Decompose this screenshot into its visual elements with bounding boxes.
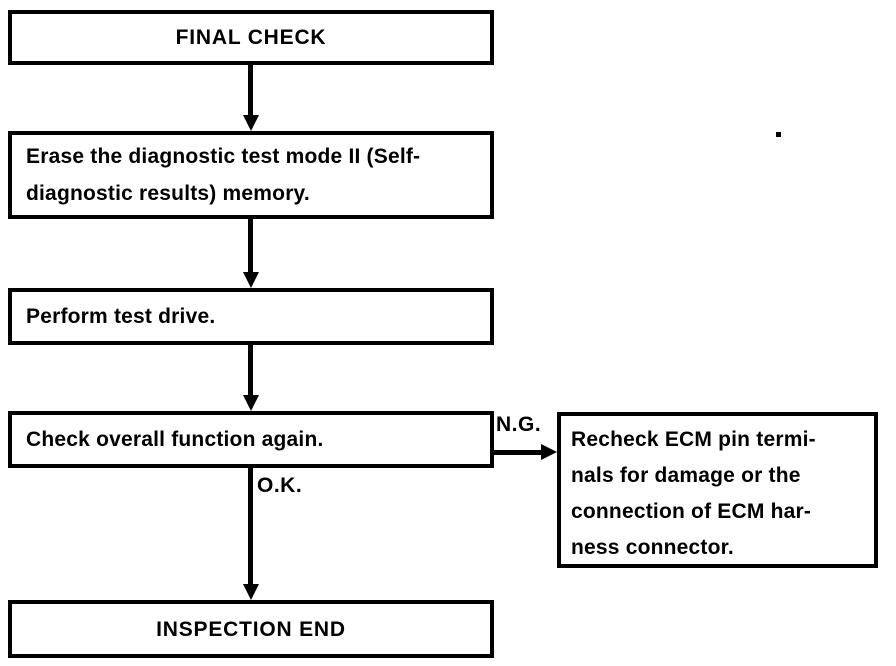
- node-final-check-label: FINAL CHECK: [175, 26, 327, 49]
- arrow-ok-line: [248, 468, 253, 585]
- arrow-down-icon: [243, 272, 259, 288]
- arrow-ng-line: [494, 450, 542, 455]
- node-final-check: FINAL CHECK: [8, 10, 494, 65]
- edge-label-ok: O.K.: [257, 474, 303, 497]
- arrow-down-icon: [243, 115, 259, 131]
- arrow-testdrive-to-check-line: [248, 344, 253, 396]
- node-recheck-ecm: Recheck ECM pin termi- nals for damage o…: [557, 412, 878, 568]
- node-recheck-ecm-line3: connection of ECM har-: [571, 500, 812, 523]
- node-erase-memory-line1: Erase the diagnostic test mode II (Self-: [26, 145, 421, 168]
- node-check-overall-label: Check overall function again.: [26, 428, 324, 451]
- node-recheck-ecm-line2: nals for damage or the: [571, 464, 801, 487]
- node-recheck-ecm-line4: ness connector.: [571, 536, 734, 559]
- node-recheck-ecm-line1: Recheck ECM pin termi-: [571, 428, 816, 451]
- node-perform-test-drive: Perform test drive.: [8, 288, 494, 345]
- arrow-erase-to-testdrive-line: [248, 219, 253, 273]
- node-check-overall: Check overall function again.: [8, 411, 494, 468]
- scan-speck: [776, 132, 781, 137]
- arrow-right-icon: [541, 444, 557, 460]
- arrow-final-to-erase-line: [248, 65, 253, 116]
- node-inspection-end-label: INSPECTION END: [156, 617, 346, 641]
- arrow-down-icon: [243, 395, 259, 411]
- node-perform-test-drive-label: Perform test drive.: [26, 305, 216, 328]
- node-erase-memory: Erase the diagnostic test mode II (Self-…: [8, 131, 494, 219]
- arrow-down-icon: [243, 584, 259, 600]
- node-inspection-end: INSPECTION END: [8, 600, 494, 658]
- node-erase-memory-line2: diagnostic results) memory.: [26, 182, 310, 205]
- edge-label-ng: N.G.: [496, 413, 542, 436]
